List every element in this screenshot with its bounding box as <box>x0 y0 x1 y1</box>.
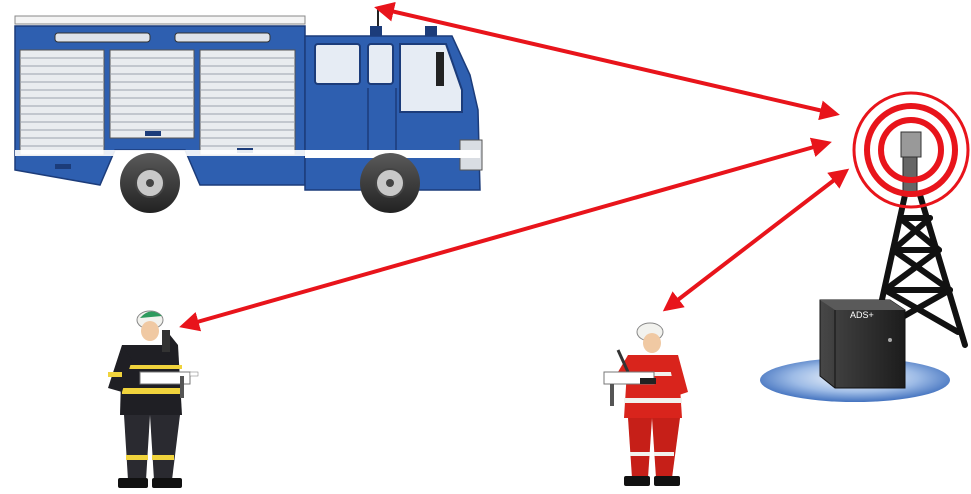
truck-window-mid <box>368 44 393 84</box>
truck-light-bar-left <box>55 33 150 42</box>
truck-light-bar-right <box>175 33 270 42</box>
pants-right <box>150 415 180 480</box>
cabinet-logo: ADS+ <box>850 310 874 320</box>
boot-left <box>624 476 650 486</box>
base-station-cabinet: ADS+ <box>820 300 905 388</box>
truck-blue-light-right <box>425 26 437 36</box>
face <box>643 333 661 353</box>
truck-front-wheel <box>360 153 420 213</box>
pants-left <box>124 415 150 480</box>
face <box>141 321 159 341</box>
base-station: ADS+ <box>760 93 968 402</box>
boot-right <box>152 478 182 488</box>
radio-icon <box>162 330 170 352</box>
truck-rear-wheel <box>120 153 180 213</box>
firefighter-dark-uniform <box>108 311 198 488</box>
truck-window-rear <box>315 44 360 84</box>
firefighter-red-uniform <box>604 323 688 486</box>
pants-left <box>628 418 652 478</box>
boot-left <box>118 478 148 488</box>
truck-blue-light-left <box>370 26 382 36</box>
pants-right <box>652 418 680 478</box>
boot-right <box>654 476 680 486</box>
link-arrow-firefighter-red-uniform <box>666 171 846 309</box>
antenna-icon <box>901 132 921 157</box>
fire-truck <box>15 9 482 213</box>
truck-roof-rack <box>15 16 305 24</box>
truck-mirror <box>436 52 444 86</box>
